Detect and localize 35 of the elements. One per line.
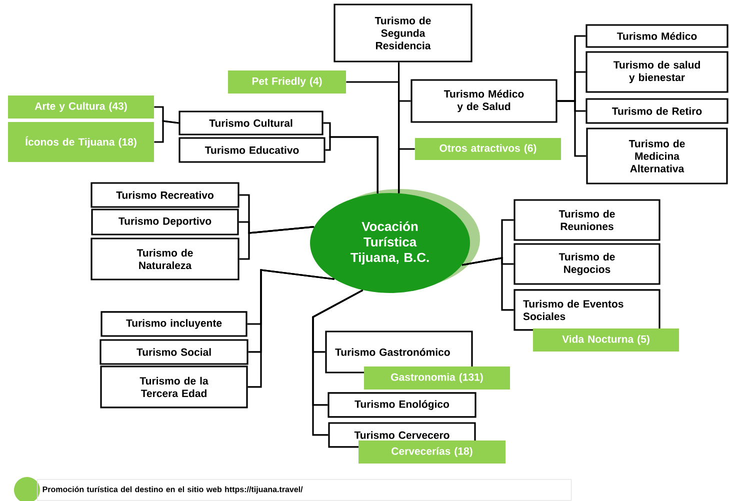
text-box: Turismo Médico y de Salud [410, 79, 558, 123]
text-box: Turismo de Eventos Sociales [514, 289, 660, 331]
text-box: Turismo Médico [586, 24, 728, 48]
text-box: Turismo Deportivo [91, 208, 239, 236]
text-box: Turismo de Retiro [586, 98, 728, 124]
category-tag: Cervecerías (18) [358, 440, 506, 464]
category-tag: Otros atractivos (6) [415, 138, 561, 160]
text-box: Turismo de Segunda Residencia [334, 4, 472, 62]
category-tag: Íconos de Tijuana (18) [8, 122, 154, 162]
text-box: Turismo Social [100, 339, 248, 365]
text-box: Turismo de Medicina Alternativa [586, 128, 728, 184]
connector-line [557, 100, 586, 157]
connector-line [312, 290, 364, 436]
category-tag: Gastronomia (131) [364, 366, 510, 390]
text-box: Turismo Enológico [328, 392, 476, 418]
category-tag: Vida Nocturna (5) [533, 328, 679, 352]
connector-line [248, 269, 334, 388]
category-tag: Arte y Cultura (43) [8, 96, 154, 118]
connector-line [325, 136, 378, 194]
category-tag: Pet Friedly (4) [228, 70, 346, 94]
legend-text: Promoción turística del destino en el sitio web https://tijuana.travel/ [37, 479, 572, 501]
connector-line [462, 257, 514, 311]
connector-line [154, 120, 179, 143]
connector-line [239, 226, 314, 260]
text-box: Turismo de Negocios [514, 243, 660, 285]
text-box: Turismo de la Tercera Edad [100, 366, 248, 408]
text-box: Turismo de Reuniones [514, 199, 660, 241]
text-box: Turismo Cultural [178, 110, 324, 136]
text-box: Turismo de salud y bienestar [586, 51, 728, 93]
text-box: Turismo incluyente [100, 311, 248, 337]
text-box: Turismo Recreativo [90, 182, 240, 208]
text-box: Turismo Educativo [178, 137, 326, 163]
text-box: Turismo de Naturaleza [90, 238, 240, 280]
connector-line [398, 148, 415, 194]
text-box: Turismo Gastronómico [325, 330, 473, 374]
